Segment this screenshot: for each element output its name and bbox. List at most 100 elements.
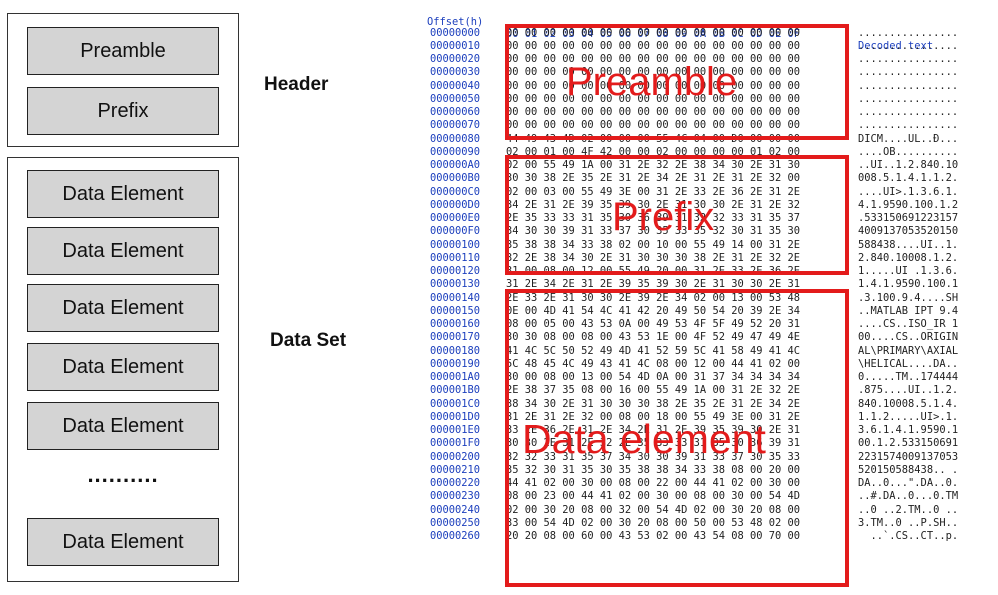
- hex-decoded-text: 3.6.1.4.1.9590.1: [858, 424, 959, 436]
- hex-decoded-text: .875....UI..1.2.: [858, 384, 959, 397]
- hex-bytes: 35 38 38 34 33 38 02 00 10 00 55 49 14 0…: [506, 238, 801, 251]
- hex-bytes: 38 34 30 2E 31 30 30 30 38 2E 35 2E 31 2…: [506, 397, 801, 410]
- hex-offset: 000000C0: [430, 185, 481, 198]
- hex-decoded-text: ....OB..........: [858, 145, 959, 158]
- hex-bytes: 02 00 55 49 1A 00 31 2E 32 2E 38 34 30 2…: [506, 159, 801, 171]
- hex-decoded-text: 2231574009137053: [858, 450, 959, 463]
- hex-decoded-text: .533150691223157: [858, 212, 959, 224]
- hex-row: 00000100 35 38 38 34 33 38 02 00 10 00 55…: [422, 239, 998, 252]
- hex-decoded-text: 1.4.1.9590.100.1: [858, 278, 959, 291]
- hex-row: 00000190 5C 48 45 4C 49 43 41 4C 08 00 12…: [422, 358, 998, 371]
- hex-offset: 000000B0: [430, 172, 481, 185]
- hex-row: 000000B0 30 30 38 2E 35 2E 31 2E 34 2E 31…: [422, 172, 998, 185]
- hex-bytes: 00 00 00 00 00 00 00 00 00 00 00 00 00 0…: [506, 53, 801, 65]
- hex-bytes: 32 32 33 31 35 37 34 30 30 39 31 33 37 3…: [506, 450, 801, 463]
- hex-row: 00000050 00 00 00 00 00 00 00 00 00 00 00…: [422, 93, 998, 106]
- hex-bytes: 5C 48 45 4C 49 43 41 4C 08 00 12 00 44 4…: [506, 357, 801, 370]
- decoded-column-header: Decoded text: [858, 40, 934, 52]
- hex-bytes: 34 30 30 39 31 33 37 30 35 33 35 32 30 3…: [506, 225, 801, 238]
- hex-row: 000000E0 2E 35 33 33 31 35 30 36 39 31 32…: [422, 212, 998, 225]
- hex-offset: 00000240: [430, 503, 481, 516]
- hex-decoded-text: 00.1.2.533150691: [858, 437, 959, 450]
- preamble-box: Preamble: [27, 27, 219, 75]
- hex-bytes: 41 4C 5C 50 52 49 4D 41 52 59 5C 41 58 4…: [506, 344, 801, 357]
- hex-decoded-text: AL\PRIMARY\AXIAL: [858, 344, 959, 357]
- ellipsis: ..........: [87, 462, 159, 487]
- hex-decoded-text: ................: [858, 106, 959, 118]
- hex-bytes: 33 00 54 4D 02 00 30 20 08 00 50 00 53 4…: [506, 516, 801, 529]
- hex-offset: 000001E0: [430, 424, 481, 436]
- hex-offset: 00000260: [430, 530, 481, 542]
- data-element-box-1: Data Element: [27, 170, 219, 218]
- hex-bytes: 2E 38 37 35 08 00 16 00 55 49 1A 00 31 2…: [506, 384, 801, 397]
- hex-decoded-text: ..UI..1.2.840.10: [858, 159, 959, 171]
- hex-decoded-text: 4.1.9590.100.1.2: [858, 198, 959, 211]
- hex-row: 00000250 33 00 54 4D 02 00 30 20 08 00 50…: [422, 517, 998, 530]
- hex-bytes: 00 00 00 00 00 00 00 00 00 00 00 00 00 0…: [506, 39, 801, 52]
- hex-offset: 00000000: [430, 26, 481, 39]
- hex-offset: 00000250: [430, 516, 481, 529]
- hex-bytes: 32 2E 38 34 30 2E 31 30 30 30 38 2E 31 2…: [506, 251, 801, 264]
- hex-bytes: 0E 00 4D 41 54 4C 41 42 20 49 50 54 20 3…: [506, 304, 801, 317]
- hex-bytes: 08 00 05 00 43 53 0A 00 49 53 4F 5F 49 5…: [506, 318, 801, 330]
- hex-bytes: 30 30 38 2E 35 2E 31 2E 34 2E 31 2E 31 2…: [506, 172, 801, 185]
- hex-offset: 000001C0: [430, 397, 481, 410]
- hex-decoded-text: 00....CS..ORIGIN: [858, 331, 959, 344]
- hex-decoded-text: 840.10008.5.1.4.: [858, 397, 959, 410]
- hex-bytes: 30 30 08 00 08 00 43 53 1E 00 4F 52 49 4…: [506, 331, 801, 344]
- hex-offset: 000000F0: [430, 225, 481, 238]
- hex-bytes: 2E 35 33 33 31 35 30 36 39 31 32 32 33 3…: [506, 212, 801, 224]
- hex-bytes: 35 32 30 31 35 30 35 38 38 34 33 38 08 0…: [506, 463, 801, 476]
- hex-decoded-text: ....CS..ISO_IR 1: [858, 318, 959, 330]
- hex-offset: 00000150: [430, 304, 481, 317]
- hex-decoded-text: 4009137053520150: [858, 225, 959, 238]
- hex-offset: 00000160: [430, 318, 481, 330]
- hex-offset: 00000100: [430, 238, 481, 251]
- hex-decoded-text: ..#.DA..0...0.TM: [858, 490, 959, 503]
- hex-offset: 00000050: [430, 92, 481, 105]
- hex-header: Offset(h) 00 01 02 03 04 05 06 07 08 09 …: [422, 4, 933, 52]
- hex-offset: 00000210: [430, 463, 481, 476]
- hex-offset: 000000E0: [430, 212, 481, 224]
- data-element-highlight: [505, 289, 849, 587]
- hex-offset: 00000060: [430, 106, 481, 118]
- hex-decoded-text: ................: [858, 53, 959, 65]
- hex-offset: 00000190: [430, 357, 481, 370]
- hex-row: 00000210 35 32 30 31 35 30 35 38 38 34 33…: [422, 464, 998, 477]
- hex-decoded-text: DA..0...".DA..0.: [858, 477, 959, 489]
- hex-decoded-text: DICM....UL..Ð...: [858, 132, 959, 145]
- hex-bytes: 31 2E 31 2E 32 00 08 00 18 00 55 49 3E 0…: [506, 410, 801, 423]
- bytes-column-header: 00 01 02 03 04 05 06 07 08 09 0A 0B 0C 0…: [506, 28, 801, 40]
- hex-row: 00000160 08 00 05 00 43 53 0A 00 49 53 4F…: [422, 318, 998, 331]
- hex-row: 00000150 0E 00 4D 41 54 4C 41 42 20 49 50…: [422, 305, 998, 318]
- hex-offset: 00000230: [430, 490, 481, 503]
- hex-bytes: 30 30 2E 31 2E 32 2E 35 33 33 31 35 30 3…: [506, 437, 801, 450]
- hex-offset: 00000010: [430, 39, 481, 52]
- hex-decoded-text: ................: [858, 39, 959, 52]
- hex-decoded-text: ................: [858, 79, 959, 92]
- hex-offset: 00000220: [430, 477, 481, 489]
- hex-offset: 00000080: [430, 132, 481, 145]
- hex-bytes: 00 00 00 00 00 00 00 00 00 00 00 00 00 0…: [506, 92, 801, 105]
- hex-bytes: 31 2E 34 2E 31 2E 39 35 39 30 2E 31 30 3…: [506, 278, 801, 291]
- hex-decoded-text: .3.100.9.4....SH: [858, 291, 959, 304]
- preamble-overlay-label: Preamble: [566, 60, 738, 104]
- hex-decoded-text: 3.TM..0 ..P.SH..: [858, 516, 959, 529]
- hex-row: 000000F0 34 30 30 39 31 33 37 30 35 33 35…: [422, 225, 998, 238]
